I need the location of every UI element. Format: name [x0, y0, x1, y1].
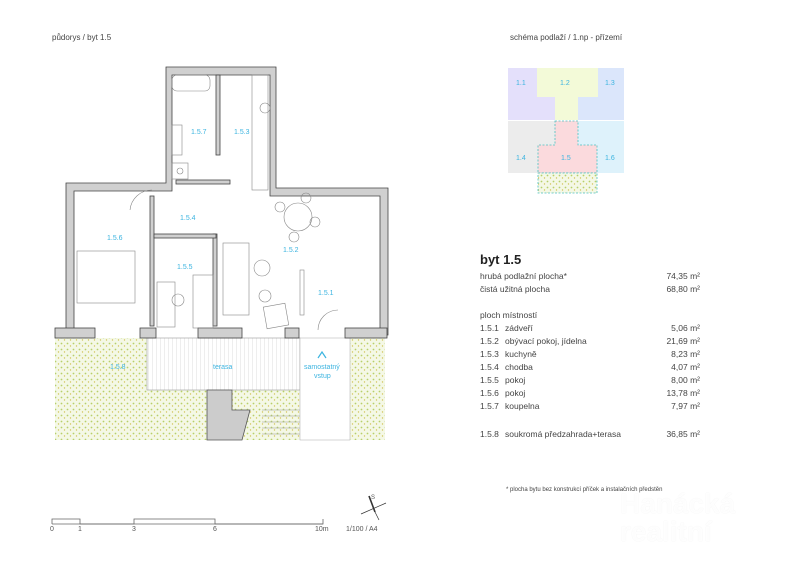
room-label-1-5-6: 1.5.6	[107, 235, 123, 242]
room-number: 1.5.8	[480, 429, 499, 439]
room-area: 8,23 m²	[671, 349, 700, 359]
watermark-line-2: realitní	[620, 516, 712, 547]
room-area: 7,97 m²	[671, 401, 700, 411]
schema-unit-1-2	[537, 68, 598, 120]
room-area: 13,78 m²	[666, 388, 700, 398]
room-row: 1.5.3 kuchyně 8,23 m²	[480, 348, 700, 361]
gross-area-value: 74,35 m²	[666, 271, 700, 281]
room-number: 1.5.4	[480, 362, 499, 372]
room-row: 1.5.1 zádveří 5,06 m²	[480, 322, 700, 335]
room-name: pokoj	[505, 388, 526, 398]
entrance-arrow-icon	[317, 350, 327, 359]
terrace-label: terasa	[213, 364, 233, 371]
schema-label-1-3: 1.3	[605, 80, 615, 87]
scale-tick: 0	[50, 526, 54, 533]
scale-tick: 6	[213, 526, 217, 533]
room-name: pokoj	[505, 375, 526, 385]
room-label-1-5-3: 1.5.3	[234, 129, 250, 136]
stair-wall	[206, 389, 251, 441]
room-area: 8,00 m²	[671, 375, 700, 385]
rooms-heading: ploch místností	[480, 310, 538, 320]
schema-label-1-1: 1.1	[516, 80, 526, 87]
room-label-1-5-2: 1.5.2	[283, 247, 299, 254]
room-row: 1.5.5 pokoj 8,00 m²	[480, 374, 700, 387]
scale-ratio: 1/100 / A4	[346, 526, 378, 533]
room-area: 4,07 m²	[671, 362, 700, 372]
room-name: koupelna	[505, 401, 540, 411]
room-row: 1.5.6 pokoj 13,78 m²	[480, 387, 700, 400]
room-number: 1.5.5	[480, 375, 499, 385]
room-number: 1.5.2	[480, 336, 499, 346]
plan-title: půdorys / byt 1.5	[52, 33, 112, 42]
room-label-1-5-8: 1.5.8	[110, 364, 126, 371]
net-area-value: 68,80 m²	[666, 284, 700, 294]
schema-unit-1-3	[578, 68, 624, 120]
schema-unit-1-4	[508, 121, 555, 173]
garden-row: 1.5.8 soukromá předzahrada+terasa 36,85 m²	[480, 428, 700, 441]
room-name: kuchyně	[505, 349, 537, 359]
floor-schema: 1.1 1.2 1.3 1.4 1.5 1.6	[508, 68, 624, 194]
north-arrow-icon	[360, 495, 387, 521]
room-name: soukromá předzahrada+terasa	[505, 429, 621, 439]
gross-area-row: hrubá podlažní plocha* 74,35 m²	[480, 270, 700, 283]
scale-tick: 10m	[315, 526, 329, 533]
room-number: 1.5.3	[480, 349, 499, 359]
schema-unit-1-6	[578, 121, 624, 173]
room-area: 5,06 m²	[671, 323, 700, 333]
footnote: * plocha bytu bez konstrukcí příček a in…	[506, 487, 663, 493]
room-label-1-5-4: 1.5.4	[180, 215, 196, 222]
terrace-area	[146, 337, 301, 391]
scale-bar	[51, 518, 324, 525]
entrance-label-1: samostatný	[304, 364, 340, 371]
room-name: obývací pokoj, jídelna	[505, 336, 587, 346]
north-label: S	[371, 495, 375, 501]
net-area-label: čistá užitná plocha	[480, 284, 550, 294]
room-row: 1.5.7 koupelna 7,97 m²	[480, 400, 700, 413]
apartment-title: byt 1.5	[480, 252, 522, 267]
room-area: 36,85 m²	[666, 429, 700, 439]
stairs	[262, 409, 300, 435]
room-name: zádveří	[505, 323, 533, 333]
net-area-row: čistá užitná plocha 68,80 m²	[480, 283, 700, 296]
room-number: 1.5.7	[480, 401, 499, 411]
watermark-logo: Hanácká realitní	[620, 490, 735, 546]
scale-tick: 1	[78, 526, 82, 533]
gross-area-label: hrubá podlažní plocha*	[480, 271, 567, 281]
schema-title: schéma podlaží / 1.np - přízemí	[510, 33, 623, 42]
entrance-label-2: vstup	[314, 373, 331, 380]
room-label-1-5-7: 1.5.7	[191, 129, 207, 136]
apartment-summary: byt 1.5 hrubá podlažní plocha* 74,35 m² č…	[480, 252, 700, 441]
schema-label-1-2: 1.2	[560, 80, 570, 87]
furniture	[76, 74, 339, 331]
schema-label-1-5: 1.5	[561, 155, 571, 162]
room-area: 21,69 m²	[666, 336, 700, 346]
schema-unit-1-5	[537, 120, 598, 174]
schema-label-1-4: 1.4	[516, 155, 526, 162]
room-name: chodba	[505, 362, 533, 372]
scale-tick: 3	[132, 526, 136, 533]
room-label-1-5-1: 1.5.1	[318, 290, 334, 297]
schema-label-1-6: 1.6	[605, 155, 615, 162]
room-number: 1.5.6	[480, 388, 499, 398]
walls	[54, 66, 389, 339]
schema-garden	[537, 172, 598, 194]
watermark-line-1: Hanácká	[620, 488, 736, 519]
room-number: 1.5.1	[480, 323, 499, 333]
room-row: 1.5.4 chodba 4,07 m²	[480, 361, 700, 374]
schema-unit-1-1	[508, 68, 555, 120]
room-row: 1.5.2 obývací pokoj, jídelna 21,69 m²	[480, 335, 700, 348]
room-label-1-5-5: 1.5.5	[177, 264, 193, 271]
